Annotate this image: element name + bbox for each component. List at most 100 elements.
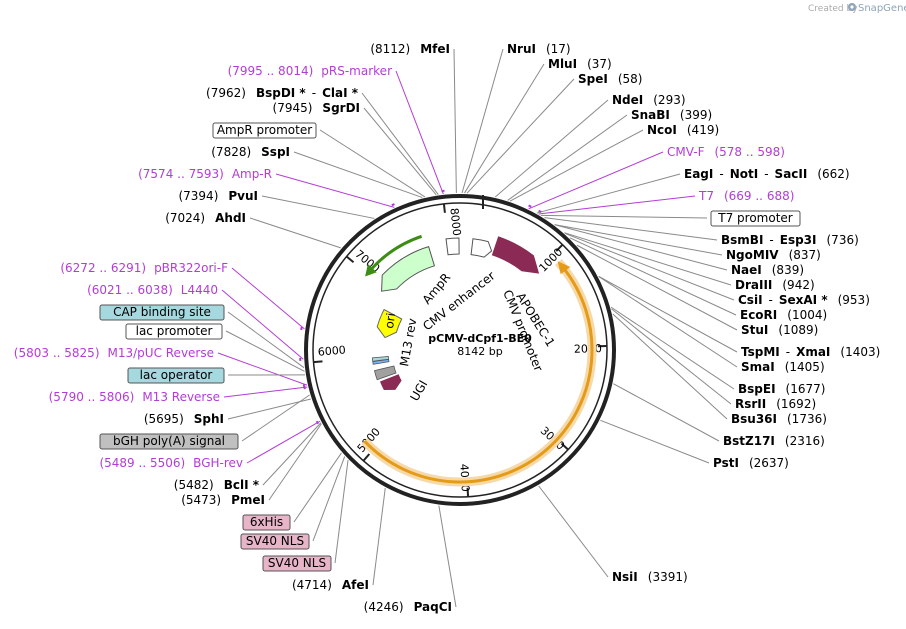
feature-box-label: SV40 NLS [246, 534, 304, 548]
leader-line [361, 92, 439, 195]
ruler-label: 8000 [447, 207, 463, 236]
site-label: (5695)SphI [144, 412, 224, 426]
leader-line [268, 423, 322, 501]
leader-line [538, 485, 609, 578]
leader-line [262, 422, 322, 486]
leader-line [540, 214, 708, 219]
site-label: (4714)AfeI [292, 578, 369, 592]
leader-line [611, 308, 732, 405]
leader-line [528, 151, 664, 210]
apobec-feature[interactable] [491, 236, 540, 274]
site-label: NaeI(839) [731, 263, 804, 277]
leader-line [598, 275, 738, 353]
leader-line [249, 217, 341, 249]
backbone-outer [304, 194, 616, 506]
site-label: NdeI(293) [612, 93, 686, 107]
leader-line [246, 420, 321, 464]
feature-box-label: SV40 NLS [268, 556, 326, 570]
site-label: (7024)AhdI [165, 211, 246, 225]
leader-line [293, 452, 342, 523]
primer-label: (5489 .. 5506)BGH-rev [99, 456, 243, 470]
ruler-tick [442, 203, 446, 213]
site-label: BspEI(1677) [738, 382, 825, 396]
leader-line [554, 224, 728, 271]
plasmid-size: 8142 bp [457, 345, 502, 358]
ruler-label: 6000 [317, 343, 346, 358]
ampr-arrow [370, 234, 423, 270]
primer-label: (6272 .. 6291)pBR322ori-F [60, 261, 228, 275]
cmv-enhancer-feature[interactable] [445, 237, 460, 256]
feature-box-label: bGH poly(A) signal [113, 434, 225, 448]
leader-line [565, 233, 735, 301]
leader-line [275, 173, 395, 208]
plasmid-name: pCMV-dCpf1-BE0 [428, 332, 532, 345]
leader-line [363, 107, 437, 196]
primer-label: T7(669 .. 688) [698, 189, 794, 203]
feature-box [212, 122, 317, 139]
feature-box-label: T7 promoter [717, 211, 793, 225]
dcpf1-feature-arrow[interactable] [363, 266, 594, 484]
ampr-feature[interactable] [381, 246, 436, 292]
site-label: EagI-NotI-SacII(662) [684, 167, 850, 181]
leader-line [221, 289, 304, 360]
leader-line [612, 313, 728, 420]
leader-line [600, 419, 710, 464]
leader-line [564, 232, 732, 286]
lac-feature-block[interactable] [371, 356, 390, 362]
site-markers [299, 189, 542, 425]
feature-box [125, 323, 223, 340]
leader-line [536, 173, 681, 214]
feature-box [240, 533, 310, 550]
site-label: (8112)MfeI [370, 42, 450, 56]
primer-label: (7574 .. 7593)Amp-R [138, 167, 272, 181]
ruler-tick [345, 255, 355, 263]
leader-line [293, 151, 423, 199]
feature-box-label: lac promoter [136, 324, 213, 338]
primer-label: (5803 .. 5825)M13/pUC Reverse [14, 346, 214, 360]
site-label: StuI(1089) [741, 323, 818, 337]
site-label: (7945)SgrDI [273, 101, 360, 115]
site-label: NcoI(419) [647, 123, 719, 137]
site-label: DraIII(942) [735, 278, 815, 292]
leader-line [507, 114, 628, 201]
site-label: MluI(37) [548, 57, 612, 71]
leader-line [227, 311, 305, 369]
feature-box [242, 514, 291, 531]
leader-line [461, 48, 504, 194]
leader-line [509, 129, 644, 202]
primer-marker [538, 209, 542, 214]
ruler-tick [362, 453, 371, 462]
ori-feature[interactable] [376, 308, 403, 339]
leader-line [223, 386, 308, 398]
m13-rev-label: M13 rev [397, 317, 419, 367]
ugi-label: UGI [407, 378, 430, 404]
m13-feature-block[interactable] [372, 359, 390, 365]
leader-line [231, 267, 305, 330]
site-label: SnaBI(399) [631, 108, 712, 122]
site-label: TspMI-XmaI(1403) [741, 345, 880, 359]
site-label: (7394)PvuI [178, 189, 258, 203]
leader-line [576, 244, 738, 331]
leader-line [544, 217, 718, 241]
leader-line [453, 48, 457, 194]
leader-line [372, 488, 386, 586]
ruler-tick [560, 442, 569, 451]
leader-line [554, 224, 723, 256]
right-labels: NruI(17)MluI(37)SpeI(58)NdeI(293)SnaBI(3… [507, 42, 880, 584]
site-label: SpeI(58) [578, 72, 642, 86]
leader-line [395, 70, 444, 195]
bgh-feature-block[interactable] [373, 365, 397, 381]
cmv-promoter-feature[interactable] [470, 238, 493, 258]
feature-box-label: CAP binding site [113, 305, 211, 319]
primer-marker [528, 204, 532, 208]
feature-box-label: 6xHis [250, 515, 283, 529]
ugi-feature[interactable] [379, 374, 402, 390]
site-label: (4246)PaqCI [364, 600, 452, 614]
primer-label: (7995 .. 8014)pRS-marker [228, 64, 392, 78]
site-label: (7962)BspDI *-ClaI * [206, 86, 359, 100]
site-label: PstI(2637) [713, 456, 789, 470]
feature-box [710, 210, 801, 227]
feature-box-label: lac operator [140, 368, 213, 382]
leader-line [569, 237, 737, 316]
